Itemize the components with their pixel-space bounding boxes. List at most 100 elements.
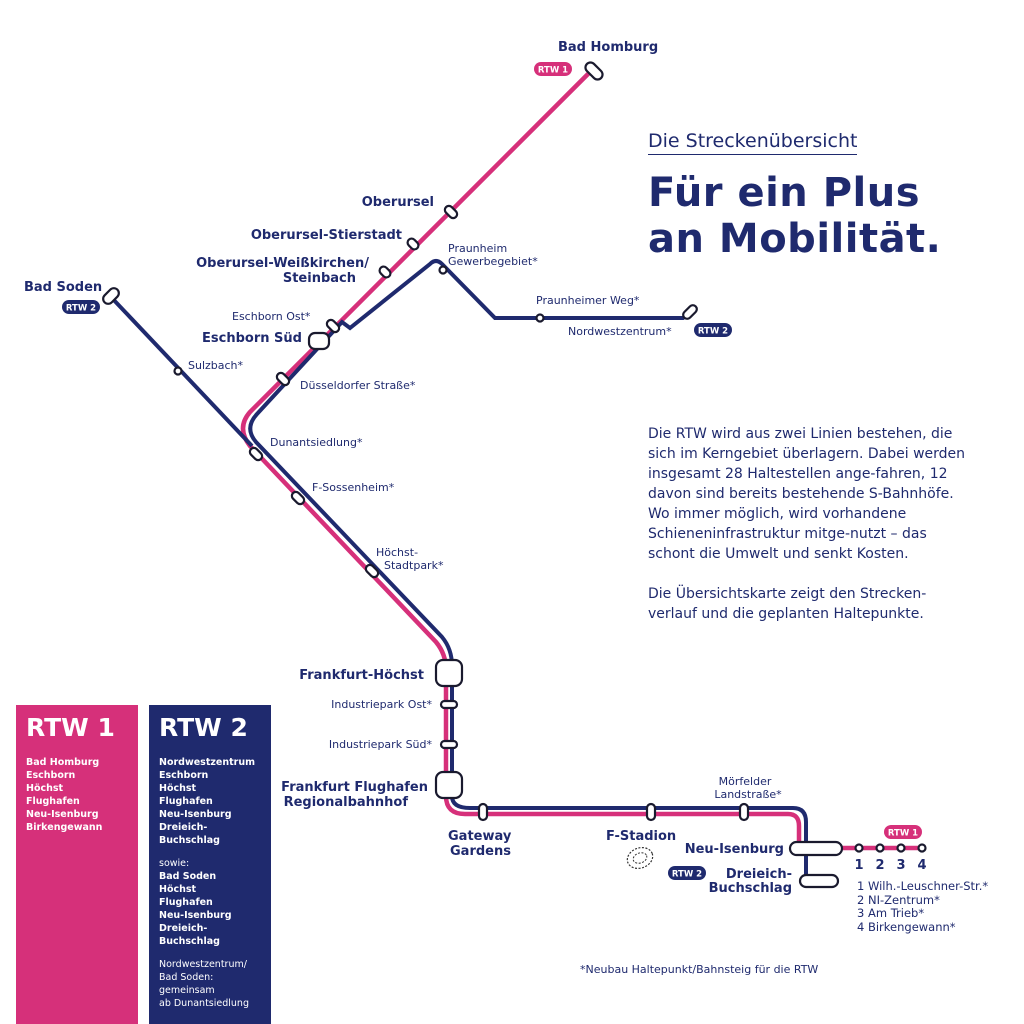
label-stadion: F-Stadion (606, 829, 676, 844)
description-paragraph: Die RTW wird aus zwei Linien bestehen, d… (648, 426, 966, 562)
label-praunheim-2: Gewerbegebiet* (448, 255, 538, 268)
legend-note-line: ab Dunantsiedlung (159, 998, 249, 1009)
label-gateway-2: Gardens (450, 844, 511, 859)
label-num-3: 3 (896, 858, 905, 873)
label-dunantsiedlung: Dunantsiedlung* (270, 436, 363, 449)
svg-text:RTW 1: RTW 1 (888, 829, 918, 839)
label-sulzbach: Sulzbach* (188, 359, 244, 372)
legend-stop: Dreieich-Buchschlag (159, 923, 220, 947)
legend-stop: Höchst (26, 783, 64, 794)
label-duesseldorfer: Düsseldorfer Straße* (300, 379, 416, 392)
station-neu-isenburg[interactable] (788, 840, 844, 857)
legend-stop: Flughafen (26, 796, 80, 807)
legend-stop: Höchst (159, 884, 197, 895)
station-bad-soden[interactable] (101, 286, 121, 306)
station-dunantsiedlung[interactable] (248, 446, 264, 462)
rtw2-badge-dreieich: RTW 2 (668, 866, 706, 880)
label-num-4: 4 (917, 858, 926, 873)
numbered-stop: 1 Wilh.-Leuschner-Str.* (857, 879, 989, 893)
rtw1-badge-top: RTW 1 (534, 62, 572, 76)
label-flughafen-1: Frankfurt Flughafen (281, 780, 428, 795)
station-dreieich[interactable] (798, 873, 840, 889)
headline: Für ein Plus an Mobilität. (648, 170, 941, 262)
legend-stop: Birkengewann (26, 822, 103, 833)
station-moerfelder[interactable] (738, 802, 750, 822)
label-bad-homburg: Bad Homburg (558, 40, 658, 55)
rtw2-badge-nordwest: RTW 2 (694, 323, 732, 337)
label-eschborn-sued: Eschborn Süd (202, 331, 302, 346)
legend-stop: Flughafen (159, 897, 213, 908)
legend-stop: Dreieich-Buchschlag (159, 822, 220, 846)
station-frankfurt-hoechst[interactable] (434, 658, 464, 688)
label-eschborn-ost: Eschborn Ost* (232, 310, 311, 323)
legend-stop: Höchst (159, 783, 197, 794)
label-industriepark-sued: Industriepark Süd* (329, 738, 433, 751)
label-praunheim-1: Praunheim (448, 242, 507, 255)
station-nordwestzentrum[interactable] (682, 304, 699, 321)
label-bad-soden: Bad Soden (24, 280, 102, 295)
station-sossenheim[interactable] (290, 490, 306, 506)
legend-stop: Bad Soden (159, 871, 217, 882)
station-stadion[interactable] (645, 802, 657, 822)
station-bad-homburg[interactable] (583, 60, 604, 81)
label-oberursel: Oberursel (362, 195, 434, 210)
station-eschborn-ost[interactable] (325, 318, 341, 334)
svg-text:RTW 2: RTW 2 (672, 870, 702, 880)
station-eschborn-sued[interactable] (307, 331, 331, 351)
label-dreieich-2: Buchschlag (709, 881, 792, 896)
description-paragraph: Die Übersichtskarte zeigt den Strecken-v… (648, 586, 927, 622)
legend-stop: Neu-Isenburg (159, 809, 232, 820)
station-stierstadt[interactable] (406, 237, 420, 251)
station-hoechst-stadtpark[interactable] (364, 563, 380, 579)
legend-stop: Neu-Isenburg (159, 910, 232, 921)
stadium-icon (626, 847, 654, 869)
numbered-stop: 2 NI-Zentrum* (857, 892, 940, 907)
station-flughafen[interactable] (434, 770, 464, 800)
label-num-1: 1 (854, 858, 863, 873)
legend-stop: Eschborn (26, 770, 76, 781)
legend-stop: Nordwestzentrum (159, 757, 256, 768)
legend-stop: Neu-Isenburg (26, 809, 99, 820)
headline-line-1: Für ein Plus (648, 170, 921, 216)
headline-line-2: an Mobilität. (648, 216, 942, 262)
legend-note-line: Nordwestzentrum/ (159, 959, 247, 970)
label-moerfelder-2: Landstraße* (714, 788, 782, 801)
label-moerfelder-1: Mörfelder (719, 775, 772, 788)
legend-rtw2: RTW 2 Nordwestzentrum Eschborn Höchst Fl… (149, 705, 271, 1024)
rtw2-line-nordwest (248, 259, 808, 882)
station-weisskirchen[interactable] (378, 265, 392, 279)
station-1[interactable] (854, 843, 864, 853)
numbered-stop: 3 Am Trieb* (857, 906, 925, 920)
description: Die RTW wird aus zwei Linien bestehen, d… (648, 424, 968, 644)
station-2[interactable] (875, 843, 885, 853)
legend-rtw2-title: RTW 2 (159, 713, 248, 742)
station-industriepark-ost[interactable] (439, 699, 459, 710)
label-frankfurt-hoechst: Frankfurt-Höchst (299, 668, 424, 683)
station-duesseldorfer[interactable] (275, 371, 291, 387)
rtw1-badge-birkengewann: RTW 1 (884, 825, 922, 839)
label-nordwestzentrum: Nordwestzentrum* (568, 325, 672, 338)
station-4[interactable] (917, 843, 927, 853)
legend-note-line: Bad Soden: (159, 972, 214, 983)
label-hoechst-stadtpark-1: Höchst- (376, 546, 418, 559)
station-3[interactable] (896, 843, 906, 853)
station-praunheimer-weg[interactable] (535, 313, 545, 323)
label-dreieich-1: Dreieich- (726, 867, 792, 882)
legend-note-line: gemeinsam (159, 985, 215, 996)
numbered-stops-list: 1 Wilh.-Leuschner-Str.* 2 NI-Zentrum* 3 … (857, 879, 989, 934)
footnote: *Neubau Haltepunkt/Bahnsteig für die RTW (580, 963, 819, 976)
station-praunheim[interactable] (438, 265, 448, 275)
station-oberursel[interactable] (443, 204, 459, 220)
station-industriepark-sued[interactable] (439, 739, 459, 750)
label-hoechst-stadtpark-2: Stadtpark* (384, 559, 444, 572)
label-stierstadt: Oberursel-Stierstadt (251, 228, 402, 243)
label-weisskirchen-1: Oberursel-Weißkirchen/ (196, 256, 369, 271)
svg-text:RTW 1: RTW 1 (538, 66, 568, 76)
legend-also-label: sowie: (159, 858, 190, 869)
svg-text:RTW 2: RTW 2 (66, 304, 96, 314)
label-industriepark-ost: Industriepark Ost* (331, 698, 432, 711)
station-gateway-gardens[interactable] (477, 802, 489, 822)
station-sulzbach[interactable] (173, 366, 183, 376)
label-gateway-1: Gateway (448, 829, 512, 844)
